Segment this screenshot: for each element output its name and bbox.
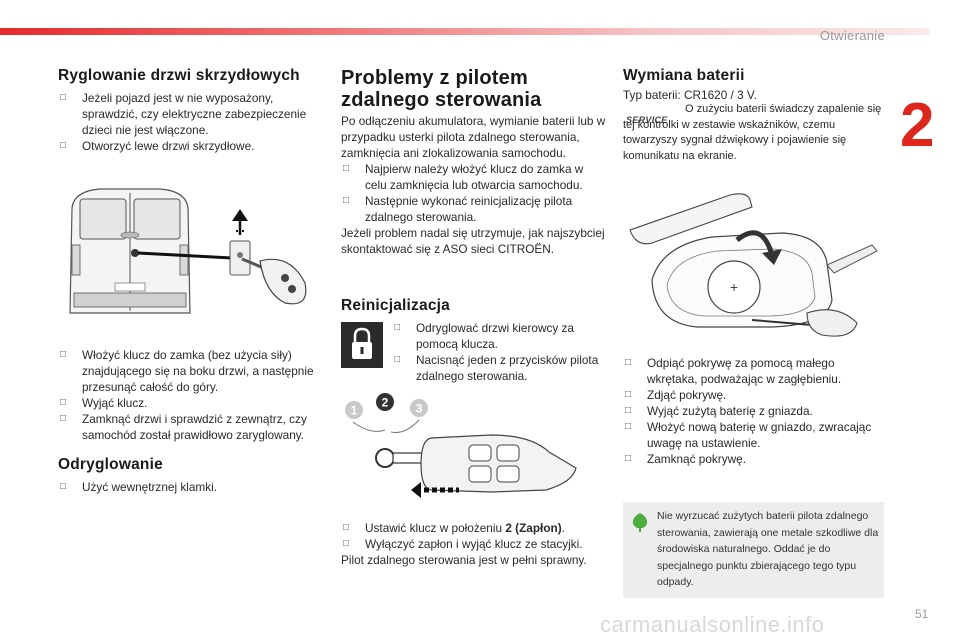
remote-title-line2: zdalnego sterowania bbox=[341, 89, 542, 111]
locking-step: Zamknąć drzwi i sprawdzić z zewnątrz, cz… bbox=[58, 411, 326, 443]
header-red-bar bbox=[0, 28, 930, 35]
service-warning-icon: SERVICE bbox=[626, 110, 681, 125]
reinit-bullet: Nacisnąć jeden z przycisków pilota zdaln… bbox=[392, 352, 602, 384]
battery-title: Wymiana baterii bbox=[623, 67, 745, 84]
chapter-title: Otwieranie bbox=[819, 28, 885, 43]
locking-step: Wyjąć klucz. bbox=[58, 395, 326, 411]
battery-step: Wyjąć zużytą baterię z gniazda. bbox=[623, 403, 885, 419]
remote-section-body: Po odłączeniu akumulatora, wymianie bate… bbox=[341, 113, 606, 257]
step-1-label: 1 bbox=[351, 404, 358, 418]
battery-steps: Odpiąć pokrywę za pomocą małego wkrętaka… bbox=[623, 355, 885, 467]
lock-warning-icon bbox=[341, 322, 383, 368]
reinit-steps: Ustawić klucz w położeniu 2 (Zapłon). Wy… bbox=[341, 520, 606, 568]
reinit-bullets: Odryglować drzwi kierowcy za pomocą kluc… bbox=[392, 320, 602, 384]
battery-step: Zamknąć pokrywę. bbox=[623, 451, 885, 467]
battery-cell bbox=[707, 260, 761, 314]
locking-bullet: Jeżeli pojazd jest w nie wyposażony, spr… bbox=[58, 90, 323, 138]
reinit-title: Reinicjalizacja bbox=[341, 297, 450, 314]
step-3-label: 3 bbox=[416, 402, 423, 416]
locking-step: Włożyć klucz do zamka (bez użycia siły) … bbox=[58, 347, 326, 395]
reinit-step-2: Wyłączyć zapłon i wyjąć klucz ze stacyjk… bbox=[341, 536, 606, 552]
unlocking-title: Odryglowanie bbox=[58, 456, 163, 473]
reinit-outro: Pilot zdalnego sterowania jest w pełni s… bbox=[341, 553, 587, 567]
step-2-label: 2 bbox=[382, 396, 389, 410]
locking-bullet: Otworzyć lewe drzwi skrzydłowe. bbox=[58, 138, 323, 154]
chapter-number: 2 bbox=[900, 91, 935, 160]
battery-replacement-illustration: + bbox=[629, 193, 878, 337]
padlock-icon bbox=[352, 327, 372, 359]
page-number: 51 bbox=[915, 607, 929, 621]
environment-note: Nie wyrzucać zużytych baterii pilota zda… bbox=[657, 510, 879, 588]
key-ignition-illustration: 1 2 3 bbox=[345, 393, 577, 498]
service-label: SERVICE bbox=[626, 115, 668, 125]
battery-plus-label: + bbox=[730, 279, 738, 295]
remote-bullet: Najpierw należy włożyć klucz do zamka w … bbox=[341, 161, 606, 193]
remote-title: Problemy z pilotem zdalnego sterowania bbox=[341, 67, 542, 111]
step-1-circle bbox=[345, 401, 363, 419]
remote-intro: Po odłączeniu akumulatora, wymianie bate… bbox=[341, 114, 606, 160]
remote-outro: Jeżeli problem nadal się utrzymuje, jak … bbox=[341, 226, 605, 256]
remote-title-line1: Problemy z pilotem bbox=[341, 67, 528, 89]
unlocking-bullet: Użyć wewnętrznej klamki. bbox=[58, 479, 323, 495]
watermark: carmanualsonline.info bbox=[600, 612, 825, 637]
van-rear-illustration bbox=[69, 188, 307, 314]
locking-bullets: Jeżeli pojazd jest w nie wyposażony, spr… bbox=[58, 90, 323, 154]
battery-warning: O zużyciu baterii świadczy zapalenie się… bbox=[623, 103, 882, 162]
reinit-bullet: Odryglować drzwi kierowcy za pomocą kluc… bbox=[392, 320, 602, 352]
step-2-circle bbox=[376, 393, 394, 411]
battery-step: Zdjąć pokrywę. bbox=[623, 387, 885, 403]
step-3-circle bbox=[410, 399, 428, 417]
locking-title: Ryglowanie drzwi skrzydłowych bbox=[58, 67, 300, 84]
reinit-step-1: Ustawić klucz w położeniu 2 (Zapłon). bbox=[341, 520, 606, 536]
battery-step: Włożyć nową baterię w gniazdo, zwracając… bbox=[623, 419, 885, 451]
unlocking-bullets: Użyć wewnętrznej klamki. bbox=[58, 479, 323, 495]
environment-note-box bbox=[623, 502, 884, 598]
battery-step: Odpiąć pokrywę za pomocą małego wkrętaka… bbox=[623, 355, 885, 387]
battery-type: Typ baterii: CR1620 / 3 V. bbox=[623, 88, 757, 102]
locking-steps: Włożyć klucz do zamka (bez użycia siły) … bbox=[58, 347, 326, 443]
remote-bullet: Następnie wykonać reinicjalizację pilota… bbox=[341, 193, 606, 225]
leaf-icon bbox=[632, 513, 648, 532]
